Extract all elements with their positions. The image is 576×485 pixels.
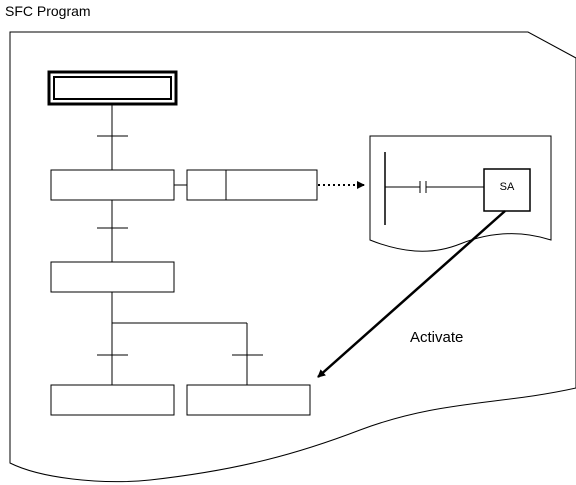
- sa-coil-label: SA: [500, 181, 515, 193]
- activate-label: Activate: [410, 329, 463, 346]
- action-block[interactable]: [186, 169, 318, 201]
- diagram-title: SFC Program: [5, 3, 91, 19]
- step-3[interactable]: [50, 261, 175, 293]
- program-sheet: [9, 31, 576, 483]
- sa-coil-box[interactable]: [483, 168, 531, 212]
- activate-arrow: [317, 210, 506, 378]
- ladder-detail-page: [369, 135, 552, 252]
- step-4[interactable]: [50, 384, 175, 416]
- step-5[interactable]: [186, 384, 311, 416]
- step-2[interactable]: [50, 169, 175, 201]
- initial-step[interactable]: [47, 70, 178, 106]
